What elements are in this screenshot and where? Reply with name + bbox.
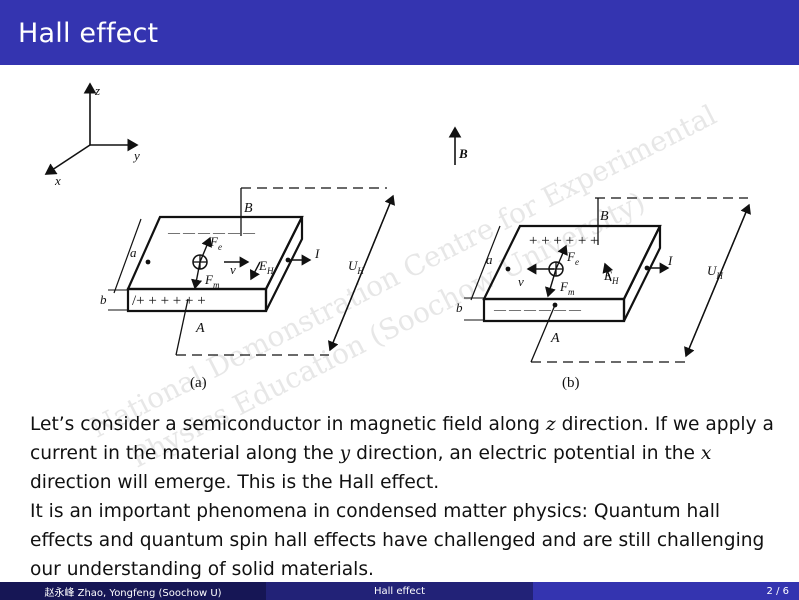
- panel-a-hall-voltage: UH: [348, 258, 364, 276]
- panel-b: [464, 197, 751, 363]
- panel-b-hall-field: EH: [603, 268, 619, 286]
- panel-b-dim-a: a: [486, 252, 493, 267]
- panel-a-top-charges: — — — — — —: [167, 225, 256, 239]
- magnetic-field-label: B: [458, 146, 468, 161]
- paragraph-hall-definition: Let’s consider a semiconductor in magnet…: [30, 414, 774, 493]
- footer-short-title: Hall effect: [266, 582, 533, 600]
- panel-b-top-face-label: B: [600, 209, 609, 224]
- panel-a-force-e: Fe: [209, 234, 222, 252]
- panel-b-bottom-charges: — — — — — —: [493, 302, 582, 316]
- coordinate-axes: [44, 82, 139, 175]
- panel-a-velocity: v: [230, 262, 236, 277]
- panel-b-force-e: Fe: [566, 249, 579, 267]
- footer-author: 赵永峰 Zhao, Yongfeng (Soochow U): [0, 582, 266, 600]
- math-x: x: [700, 443, 712, 464]
- axis-y-label: y: [132, 148, 140, 163]
- title-bar: Hall effect: [0, 0, 799, 65]
- panel-a-force-m: Fm: [204, 272, 220, 290]
- paragraph-importance: It is an important phenomena in condense…: [30, 501, 765, 580]
- panel-a-caption: (a): [190, 375, 207, 391]
- math-y: y: [339, 443, 351, 464]
- footer-bar: 赵永峰 Zhao, Yongfeng (Soochow U) Hall effe…: [0, 582, 799, 600]
- panel-a-current: I: [314, 246, 320, 261]
- panel-b-top-charges: + + + + + +: [529, 233, 599, 249]
- axis-x-label: x: [54, 173, 61, 188]
- panel-b-velocity: v: [518, 274, 524, 289]
- panel-b-current: I: [667, 253, 673, 268]
- panel-a-bottom-face-label: A: [195, 321, 205, 336]
- panel-a-dim-a: a: [130, 245, 137, 260]
- page-title: Hall effect: [18, 18, 159, 49]
- panel-a-dim-b: b: [100, 292, 107, 307]
- panel-a: [108, 187, 396, 356]
- footer-page-number: 2 / 6: [533, 582, 799, 600]
- math-z: z: [545, 414, 556, 435]
- panel-b-bottom-face-label: A: [550, 331, 560, 346]
- panel-a-hall-field: EH: [258, 258, 274, 276]
- axis-z-label: z: [94, 83, 100, 98]
- panel-b-hall-voltage: UH: [707, 263, 723, 281]
- panel-a-top-face-label: B: [244, 201, 253, 216]
- slide-body: Let’s consider a semiconductor in magnet…: [30, 410, 780, 584]
- panel-b-dim-b: b: [456, 300, 463, 315]
- panel-a-bottom-charges: /+ + + + + +: [132, 293, 206, 309]
- panel-b-force-m: Fm: [559, 279, 575, 297]
- hall-effect-figure: z y x B —: [0, 72, 799, 402]
- panel-b-caption: (b): [562, 375, 580, 391]
